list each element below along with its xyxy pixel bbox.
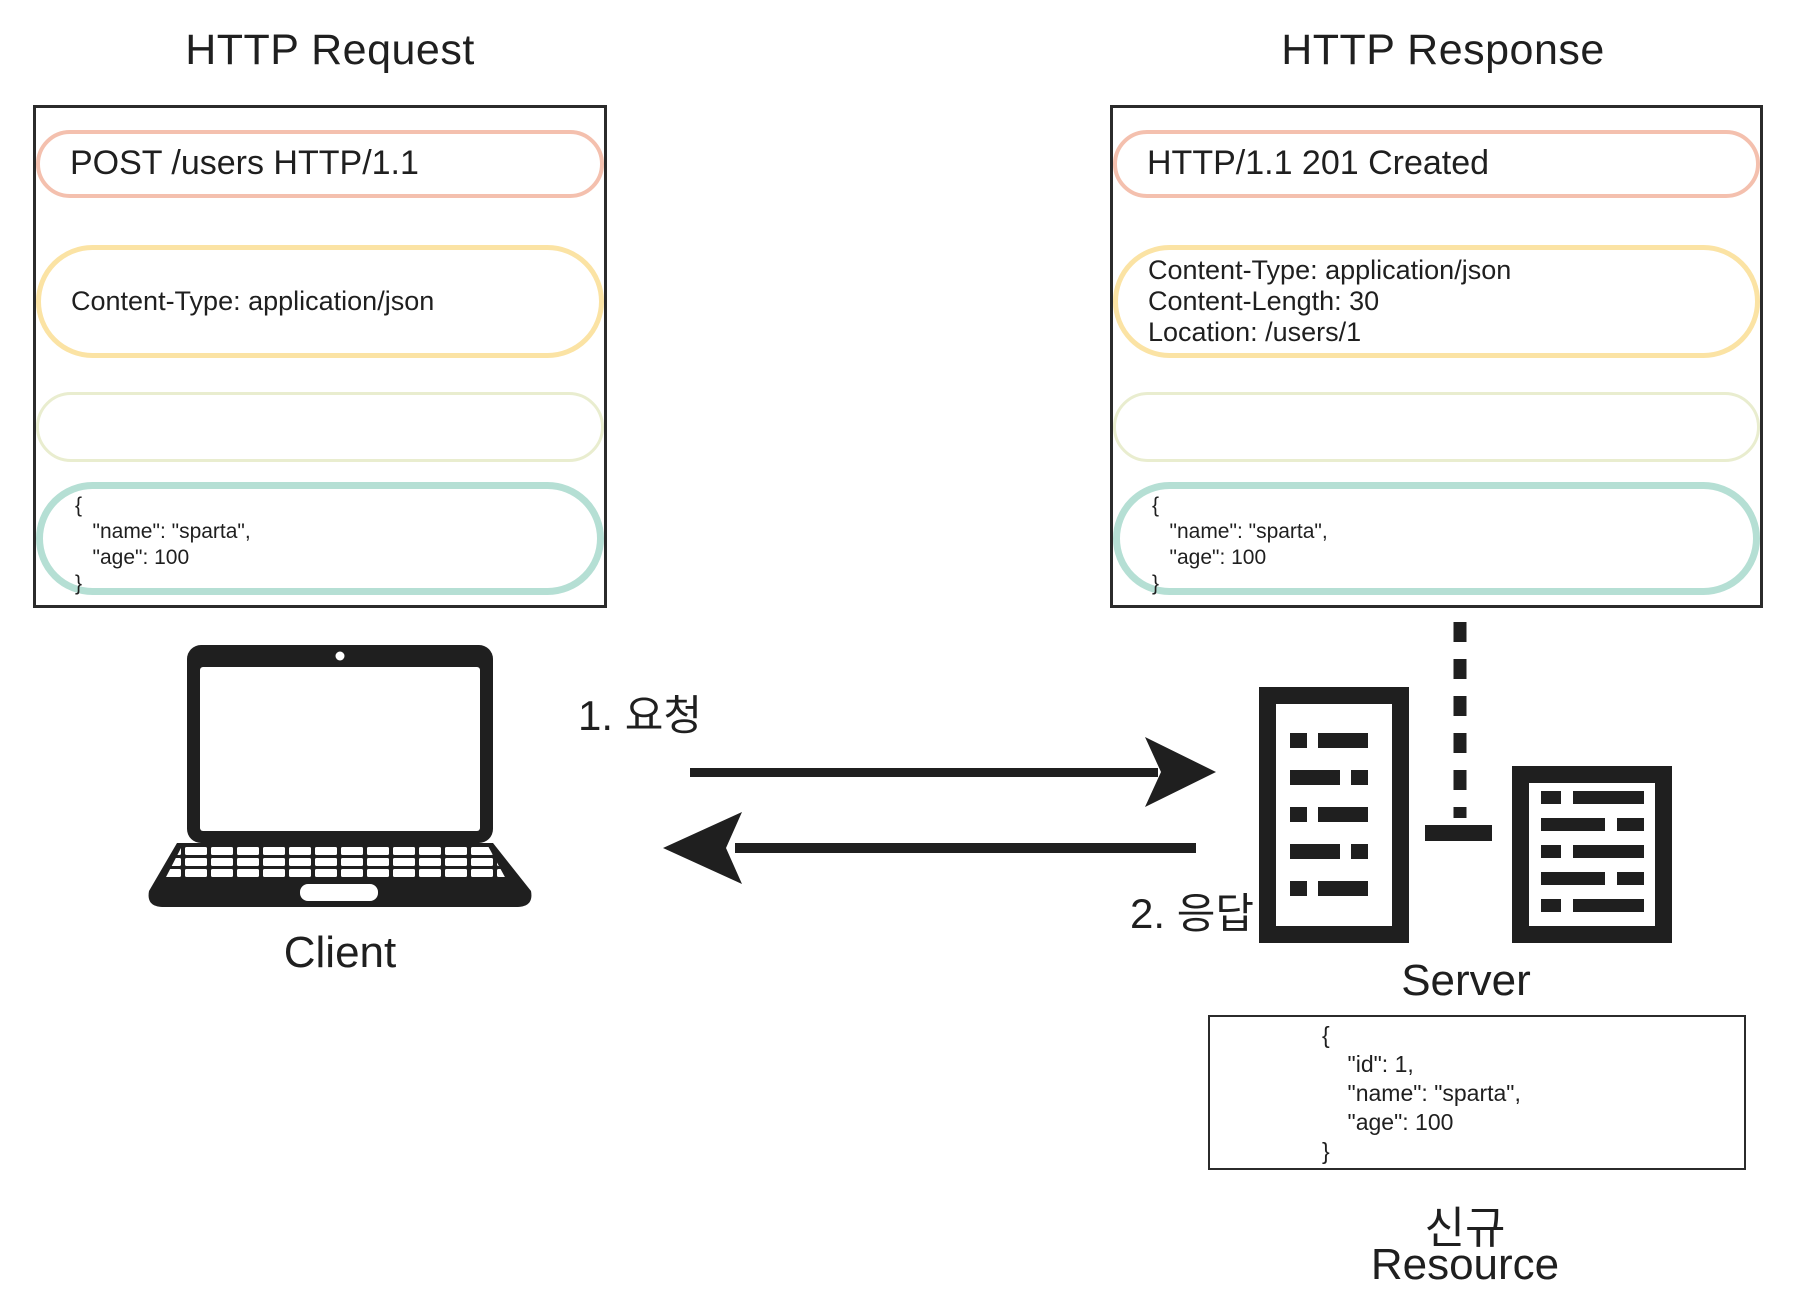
response-blank-line-pill: [1113, 392, 1760, 462]
server-tower-icon: [1259, 687, 1409, 943]
http-response-title: HTTP Response: [1281, 26, 1605, 74]
request-header-pill: Content-Type: application/json: [36, 245, 604, 358]
http-request-title: HTTP Request: [185, 26, 475, 74]
resource-body-json: { "id": 1, "name": "sparta", "age": 100 …: [1322, 1022, 1521, 1164]
request-body-pill: { "name": "sparta", "age": 100 }: [36, 482, 604, 595]
laptop-icon: [148, 645, 532, 907]
response-status-line: HTTP/1.1 201 Created: [1147, 144, 1490, 183]
server-storage-icon: [1512, 766, 1672, 943]
new-resource-label-line1: 신규: [1424, 1204, 1506, 1253]
connection-dashed-line: [1425, 622, 1492, 841]
request-body-json: { "name": "sparta", "age": 100 }: [75, 494, 251, 595]
response-header-line-3: Location: /users/1: [1148, 317, 1362, 347]
new-resource-label-line2: Resource: [1370, 1240, 1560, 1289]
http-request-box: POST /users HTTP/1.1 Content-Type: appli…: [33, 105, 607, 608]
response-header-pill: Content-Type: application/json Content-L…: [1113, 245, 1760, 358]
response-header-line-1: Content-Type: application/json: [1148, 255, 1512, 285]
new-resource-box: { "id": 1, "name": "sparta", "age": 100 …: [1208, 1015, 1746, 1170]
server-label: Server: [1401, 956, 1531, 1005]
request-arrow: [690, 737, 1216, 807]
response-arrow: [663, 812, 1196, 884]
response-body-json: { "name": "sparta", "age": 100 }: [1152, 494, 1328, 595]
response-body-pill: { "name": "sparta", "age": 100 }: [1113, 482, 1760, 595]
request-start-line: POST /users HTTP/1.1: [70, 144, 419, 183]
request-header-line: Content-Type: application/json: [71, 286, 435, 316]
request-blank-line-pill: [36, 392, 604, 462]
response-header-line-2: Content-Length: 30: [1148, 286, 1380, 316]
http-response-box: HTTP/1.1 201 Created Content-Type: appli…: [1110, 105, 1763, 608]
request-start-line-pill: POST /users HTTP/1.1: [36, 130, 604, 198]
response-flow-label: 2. 응답: [1130, 890, 1254, 937]
request-flow-label: 1. 요청: [578, 692, 702, 739]
client-label: Client: [283, 928, 397, 977]
response-status-line-pill: HTTP/1.1 201 Created: [1113, 130, 1760, 198]
